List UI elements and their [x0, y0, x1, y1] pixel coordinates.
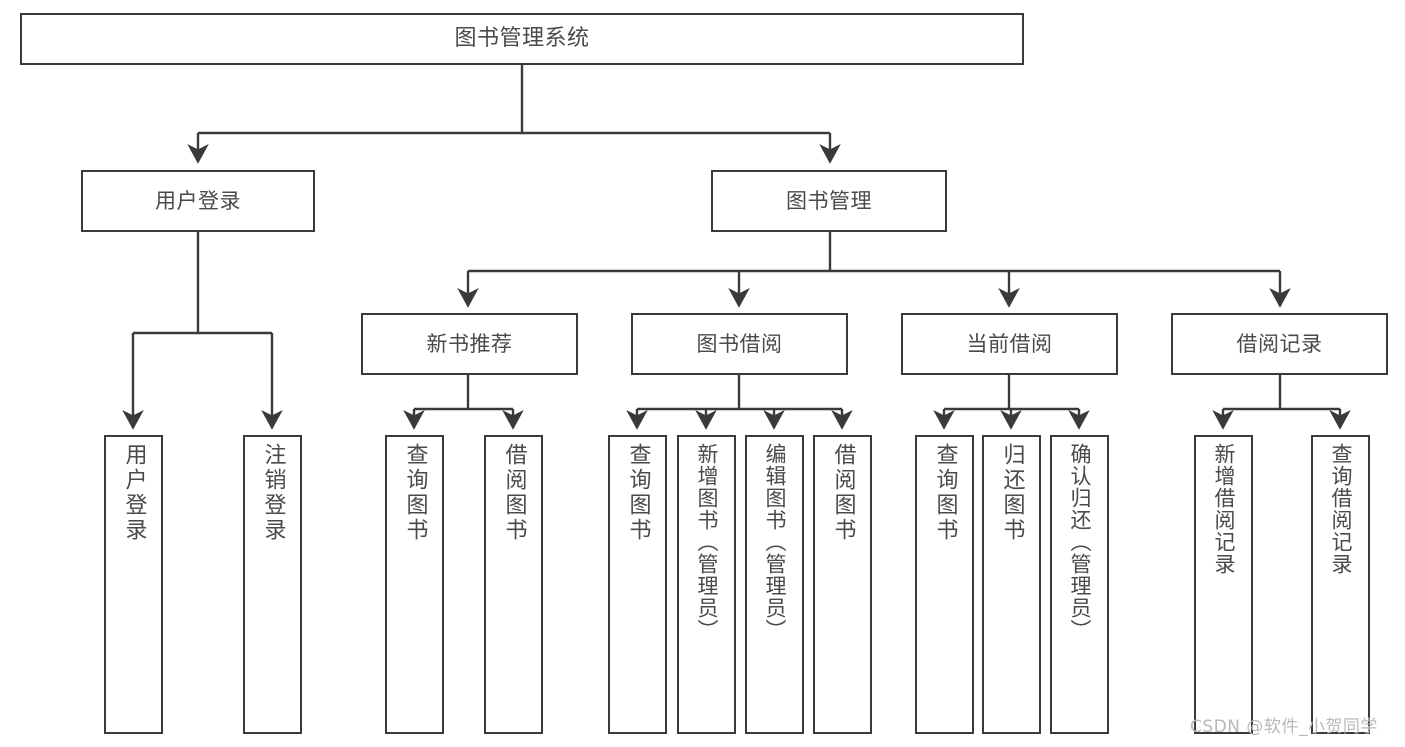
node-label: 确认归还（管理员） [1068, 443, 1092, 641]
leaf-query-books-borrowing[interactable]: 查询图书 [608, 435, 667, 734]
node-new-book-recommendation[interactable]: 新书推荐 [361, 313, 578, 375]
leaf-confirm-return-admin[interactable]: 确认归还（管理员） [1050, 435, 1109, 734]
leaf-query-books-current[interactable]: 查询图书 [915, 435, 974, 734]
node-user-login[interactable]: 用户登录 [81, 170, 315, 232]
node-label: 借阅图书 [830, 443, 856, 543]
node-root-book-management-system[interactable]: 图书管理系统 [20, 13, 1024, 65]
leaf-add-book-admin[interactable]: 新增图书（管理员） [677, 435, 736, 734]
leaf-return-books[interactable]: 归还图书 [982, 435, 1041, 734]
leaf-edit-book-admin[interactable]: 编辑图书（管理员） [745, 435, 804, 734]
node-label: 新增图书（管理员） [695, 443, 719, 641]
leaf-logout[interactable]: 注销登录 [243, 435, 302, 734]
leaf-borrow-books-borrowing[interactable]: 借阅图书 [813, 435, 872, 734]
node-label: 用户登录 [121, 443, 147, 543]
node-label: 图书借阅 [696, 331, 783, 356]
node-book-management[interactable]: 图书管理 [711, 170, 947, 232]
node-label: 图书管理系统 [454, 26, 590, 52]
node-label: 查询图书 [625, 443, 651, 543]
node-label: 新增借阅记录 [1212, 443, 1236, 575]
node-label: 查询借阅记录 [1329, 443, 1353, 575]
leaf-user-login[interactable]: 用户登录 [104, 435, 163, 734]
leaf-borrow-books-recommendation[interactable]: 借阅图书 [484, 435, 543, 734]
node-book-borrowing[interactable]: 图书借阅 [631, 313, 848, 375]
node-label: 用户登录 [155, 188, 241, 213]
node-label: 图书管理 [786, 188, 872, 213]
node-label: 当前借阅 [966, 331, 1053, 356]
node-label: 新书推荐 [426, 331, 513, 356]
node-label: 查询图书 [402, 443, 428, 543]
node-current-borrowing[interactable]: 当前借阅 [901, 313, 1118, 375]
node-label: 编辑图书（管理员） [763, 443, 787, 641]
node-label: 注销登录 [260, 443, 286, 543]
leaf-query-books-recommendation[interactable]: 查询图书 [385, 435, 444, 734]
node-label: 借阅记录 [1236, 331, 1323, 356]
leaf-add-borrow-record[interactable]: 新增借阅记录 [1194, 435, 1253, 734]
node-label: 归还图书 [999, 443, 1025, 543]
node-borrowing-records[interactable]: 借阅记录 [1171, 313, 1388, 375]
leaf-query-borrow-record[interactable]: 查询借阅记录 [1311, 435, 1370, 734]
node-label: 借阅图书 [501, 443, 527, 543]
node-label: 查询图书 [932, 443, 958, 543]
